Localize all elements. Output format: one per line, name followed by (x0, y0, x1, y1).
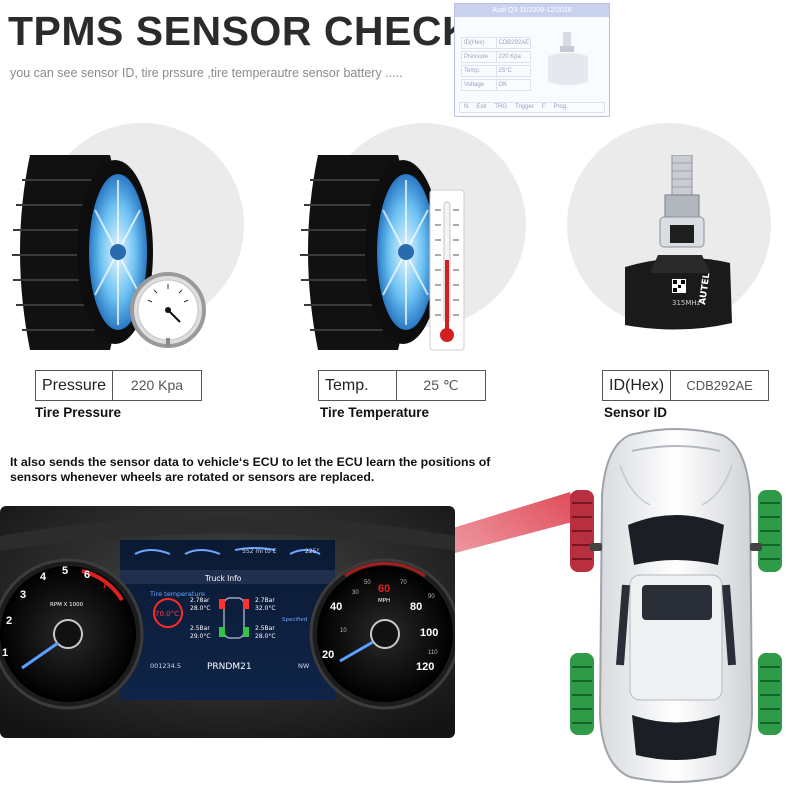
tpms-sensor-icon: 315MHz AUTEL (625, 155, 732, 330)
fl-pressure: 2.78ar (190, 597, 210, 604)
tach-tick-7: 7 (102, 579, 108, 591)
temperature-caption: Tire Temperature (320, 405, 430, 420)
specified-label: Specified (282, 617, 307, 623)
pressure-label: Pressure (36, 371, 114, 400)
instrument-cluster: Truck Info 552 mi to E 225° Tire tempera… (0, 506, 455, 738)
rl-temp: 29.0°C (190, 633, 211, 640)
tach-tick-4: 4 (40, 571, 47, 583)
speed-minor-30: 30 (352, 590, 359, 596)
range-readout: 552 mi to E (242, 548, 277, 555)
speed-tick-20: 20 (322, 649, 334, 661)
temp-alert-value: 70.0°C (155, 610, 179, 618)
speed-tick-100: 100 (420, 627, 438, 639)
tach-tick-1: 1 (2, 647, 8, 659)
sensor-icon (548, 32, 588, 85)
truck-info-label: Truck Info (204, 574, 242, 583)
front-right-wheel-icon (758, 490, 782, 572)
sensor-id-info-box: ID(Hex) CDB292AE (602, 370, 769, 401)
tpms-sensor-illustration: 315MHz AUTEL (625, 155, 732, 330)
temperature-value: 25 ℃ (423, 377, 459, 393)
tire-pressure-illustration (12, 155, 206, 350)
svg-text:AUTEL: AUTEL (698, 272, 712, 305)
speed-tick-120: 120 (416, 661, 434, 673)
svg-text:315MHz: 315MHz (672, 299, 701, 307)
speed-tick-60: 60 (378, 583, 390, 595)
page-title: TPMS SENSOR CHECK (8, 8, 473, 54)
speed-minor-50: 50 (364, 580, 371, 586)
pressure-caption: Tire Pressure (35, 405, 122, 420)
speed-tick-80: 80 (410, 601, 422, 613)
rr-pressure: 2.5Bar (255, 625, 275, 632)
odometer: 001234.5 (150, 662, 181, 670)
rear-left-wheel-icon (570, 653, 594, 735)
tool-row: Temp.25°C (461, 65, 531, 77)
rl-pressure: 2.5Bar (190, 625, 210, 632)
speed-minor-70: 70 (400, 580, 407, 586)
gear-selector: PRNDM21 (207, 662, 252, 672)
outside-temp-readout: 225° (305, 548, 319, 555)
tach-tick-3: 3 (20, 589, 26, 601)
thermometer-icon (429, 189, 465, 351)
tpms-tool-screen: Audi Q3 11/2009-12/2016 ID(Hex)CDB292AE … (454, 3, 610, 117)
pressure-value: 220 Kpa (130, 377, 184, 393)
tach-tick-2: 2 (6, 615, 12, 627)
tire-temperature-illustration (300, 155, 465, 351)
page-subtitle: you can see sensor ID, tire prssure ,tir… (10, 66, 403, 80)
front-left-wheel-icon (570, 490, 594, 572)
tool-row: ID(Hex)CDB292AE (461, 37, 531, 49)
temp-alert-ring (153, 598, 183, 628)
tach-tick-5: 5 (62, 565, 68, 577)
tire-temperature-label: Tire temperature (149, 590, 205, 598)
speed-minor-110: 110 (428, 650, 438, 656)
speed-tick-40: 40 (330, 601, 342, 613)
speed-unit: MPH (378, 598, 390, 604)
rear-right-wheel-icon (758, 653, 782, 735)
rr-temp: 28.0°C (255, 633, 276, 640)
fr-temp: 32.0°C (255, 605, 276, 612)
speed-minor-90: 90 (428, 594, 435, 600)
fr-pressure: 2.7Bar (255, 597, 275, 604)
car-top-view (570, 428, 782, 783)
sensor-id-label: ID(Hex) (603, 371, 672, 400)
tach-unit: RPM X 1000 (50, 602, 84, 608)
temperature-info-box: Temp. 25 ℃ (318, 370, 486, 401)
fl-temp: 28.0°C (190, 605, 211, 612)
compass-direction: NW (298, 662, 310, 670)
sensor-id-value: CDB292AE (686, 378, 753, 393)
tool-screen-title: Audi Q3 11/2009-12/2016 (455, 4, 609, 17)
pressure-info-box: Pressure 220 Kpa (35, 370, 202, 401)
speed-minor-10: 10 (340, 628, 347, 634)
sensor-id-caption: Sensor ID (604, 405, 668, 420)
tach-tick-6: 6 (84, 569, 90, 581)
temperature-label: Temp. (319, 371, 397, 400)
tool-footer: N Exit TRG Trigger F Prog. (459, 102, 605, 113)
ecu-description: It also sends the sensor data to vehicle… (10, 455, 491, 484)
